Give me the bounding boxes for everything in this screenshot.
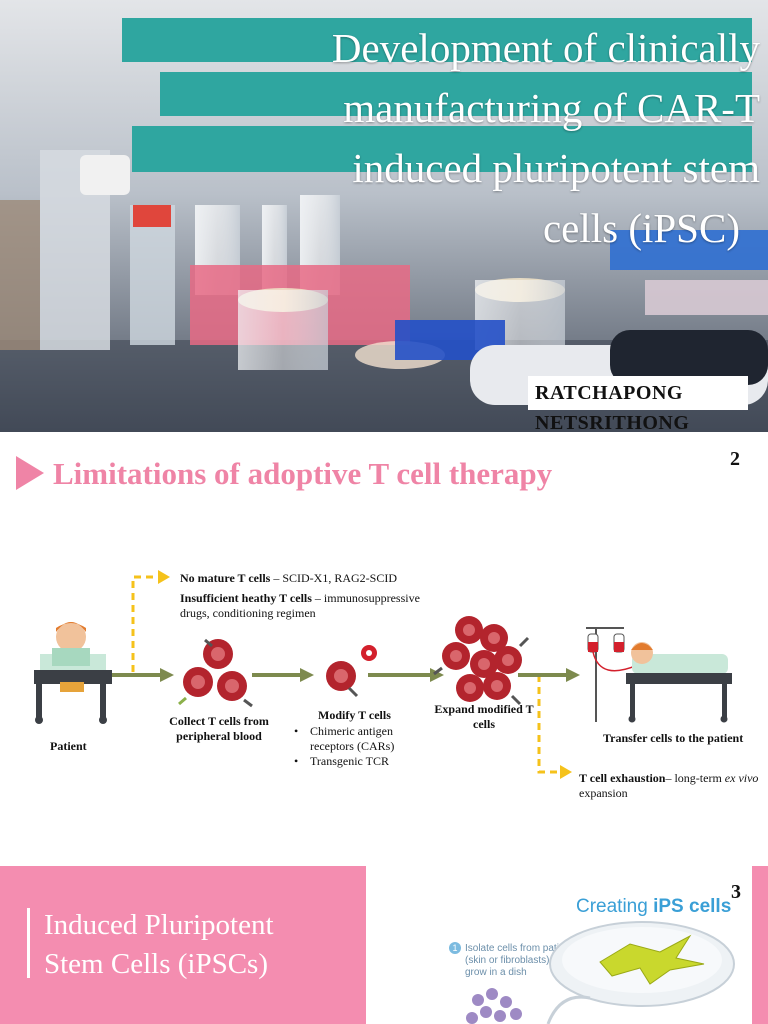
modify-bullets: Chimeric antigen receptors (CARs) Transg… — [288, 724, 430, 769]
ipsc-slide: Induced Pluripotent Stem Cells (iPSCs) C… — [0, 866, 768, 1024]
skin-cells-cluster — [466, 988, 522, 1024]
patient-icon — [34, 622, 112, 724]
note-bold: T cell exhaustion — [579, 771, 666, 785]
dashed-arrowhead-bottom — [560, 765, 572, 779]
figure-heading: Creating iPS cells — [576, 896, 731, 918]
title-line: cells (iPSC) — [542, 205, 740, 251]
title-band-1 — [122, 18, 752, 62]
page-number: 2 — [730, 448, 740, 470]
collected-t-cells-icon — [178, 638, 253, 708]
slide-title: Induced Pluripotent Stem Cells (iPSCs) — [44, 906, 274, 984]
adoptive-therapy-diagram — [34, 570, 732, 779]
dashed-connector-top — [131, 575, 155, 672]
figure-step-1: 1 Isolate cells from patient (skin or fib… — [449, 942, 573, 979]
collect-label: Collect T cells from peripheral blood — [169, 714, 269, 743]
note-insufficient-t-cells: Insufficient heathy T cells – immunosupp… — [180, 591, 450, 621]
transfer-patient-icon — [586, 627, 732, 723]
title-band-3 — [132, 126, 752, 172]
modify-bullet: Transgenic TCR — [294, 754, 430, 769]
transfer-label: Transfer cells to the patient — [603, 731, 744, 745]
modify-bullet: Chimeric antigen receptors (CARs) — [294, 724, 430, 754]
presentation-title: Development of clinically manufacturing … — [120, 18, 760, 258]
expanded-t-cells-icon — [433, 616, 530, 706]
author-box — [528, 376, 748, 410]
step-line: (skin or fibroblasts); — [465, 955, 553, 966]
title-line: induced pluripotent stem — [352, 145, 760, 191]
note-text: – long-term — [665, 771, 725, 785]
title-band-2 — [160, 72, 752, 116]
modify-label: Modify T cells — [318, 708, 391, 722]
dashed-connector-bottom — [537, 675, 558, 774]
title-rule — [27, 908, 30, 978]
title-line: Development of clinically — [331, 25, 760, 71]
figure-heading-bold: iPS cells — [653, 896, 732, 917]
note-text: – immunosuppressive drugs, conditioning … — [180, 591, 420, 620]
note-text: – SCID-X1, RAG2-SCID — [270, 571, 398, 585]
expand-label: Expand modified T cells — [434, 702, 534, 731]
page-number: 3 — [731, 881, 741, 903]
note-italic: ex vivo — [724, 771, 759, 785]
author-line: RATCHAPONG — [535, 382, 683, 404]
note-exhaustion: T cell exhaustion– long-term ex vivo exp… — [579, 771, 759, 801]
flow-curve — [546, 995, 591, 1024]
note-bold: No mature T cells — [180, 571, 271, 585]
note-text: expansion — [579, 786, 628, 800]
step-number: 1 — [449, 942, 461, 954]
step-line: Isolate cells from patient — [465, 943, 573, 954]
step-line: grow in a dish — [465, 967, 527, 978]
limitations-slide: Limitations of adoptive T cell therapy 2 — [0, 432, 768, 836]
flow-arrows — [110, 668, 580, 682]
dashed-arrowhead-top — [158, 570, 170, 584]
fibroblast-cells — [599, 934, 705, 985]
title-slide: Development of clinically manufacturing … — [0, 0, 768, 432]
title-marker-triangle — [16, 456, 44, 490]
author-line: NETSRITHONG — [535, 412, 690, 432]
title-line: manufacturing of CAR-T — [343, 85, 760, 131]
title-line: Induced Pluripotent — [44, 909, 274, 941]
note-no-mature-t-cells: No mature T cells – SCID-X1, RAG2-SCID — [180, 571, 400, 586]
figure-heading-prefix: Creating — [576, 896, 654, 917]
patient-label: Patient — [50, 739, 87, 753]
pink-title-panel — [0, 866, 366, 1024]
title-line: Stem Cells (iPSCs) — [44, 948, 268, 980]
pink-edge-strip — [752, 866, 768, 1024]
note-bold: Insufficient heathy T cells — [180, 591, 312, 605]
author-name: RATCHAPONG NETSRITHONG — [535, 378, 689, 432]
slide-title: Limitations of adoptive T cell therapy — [53, 456, 553, 491]
ips-figure-illustration — [466, 921, 735, 1024]
modified-t-cell-icon — [326, 645, 377, 698]
